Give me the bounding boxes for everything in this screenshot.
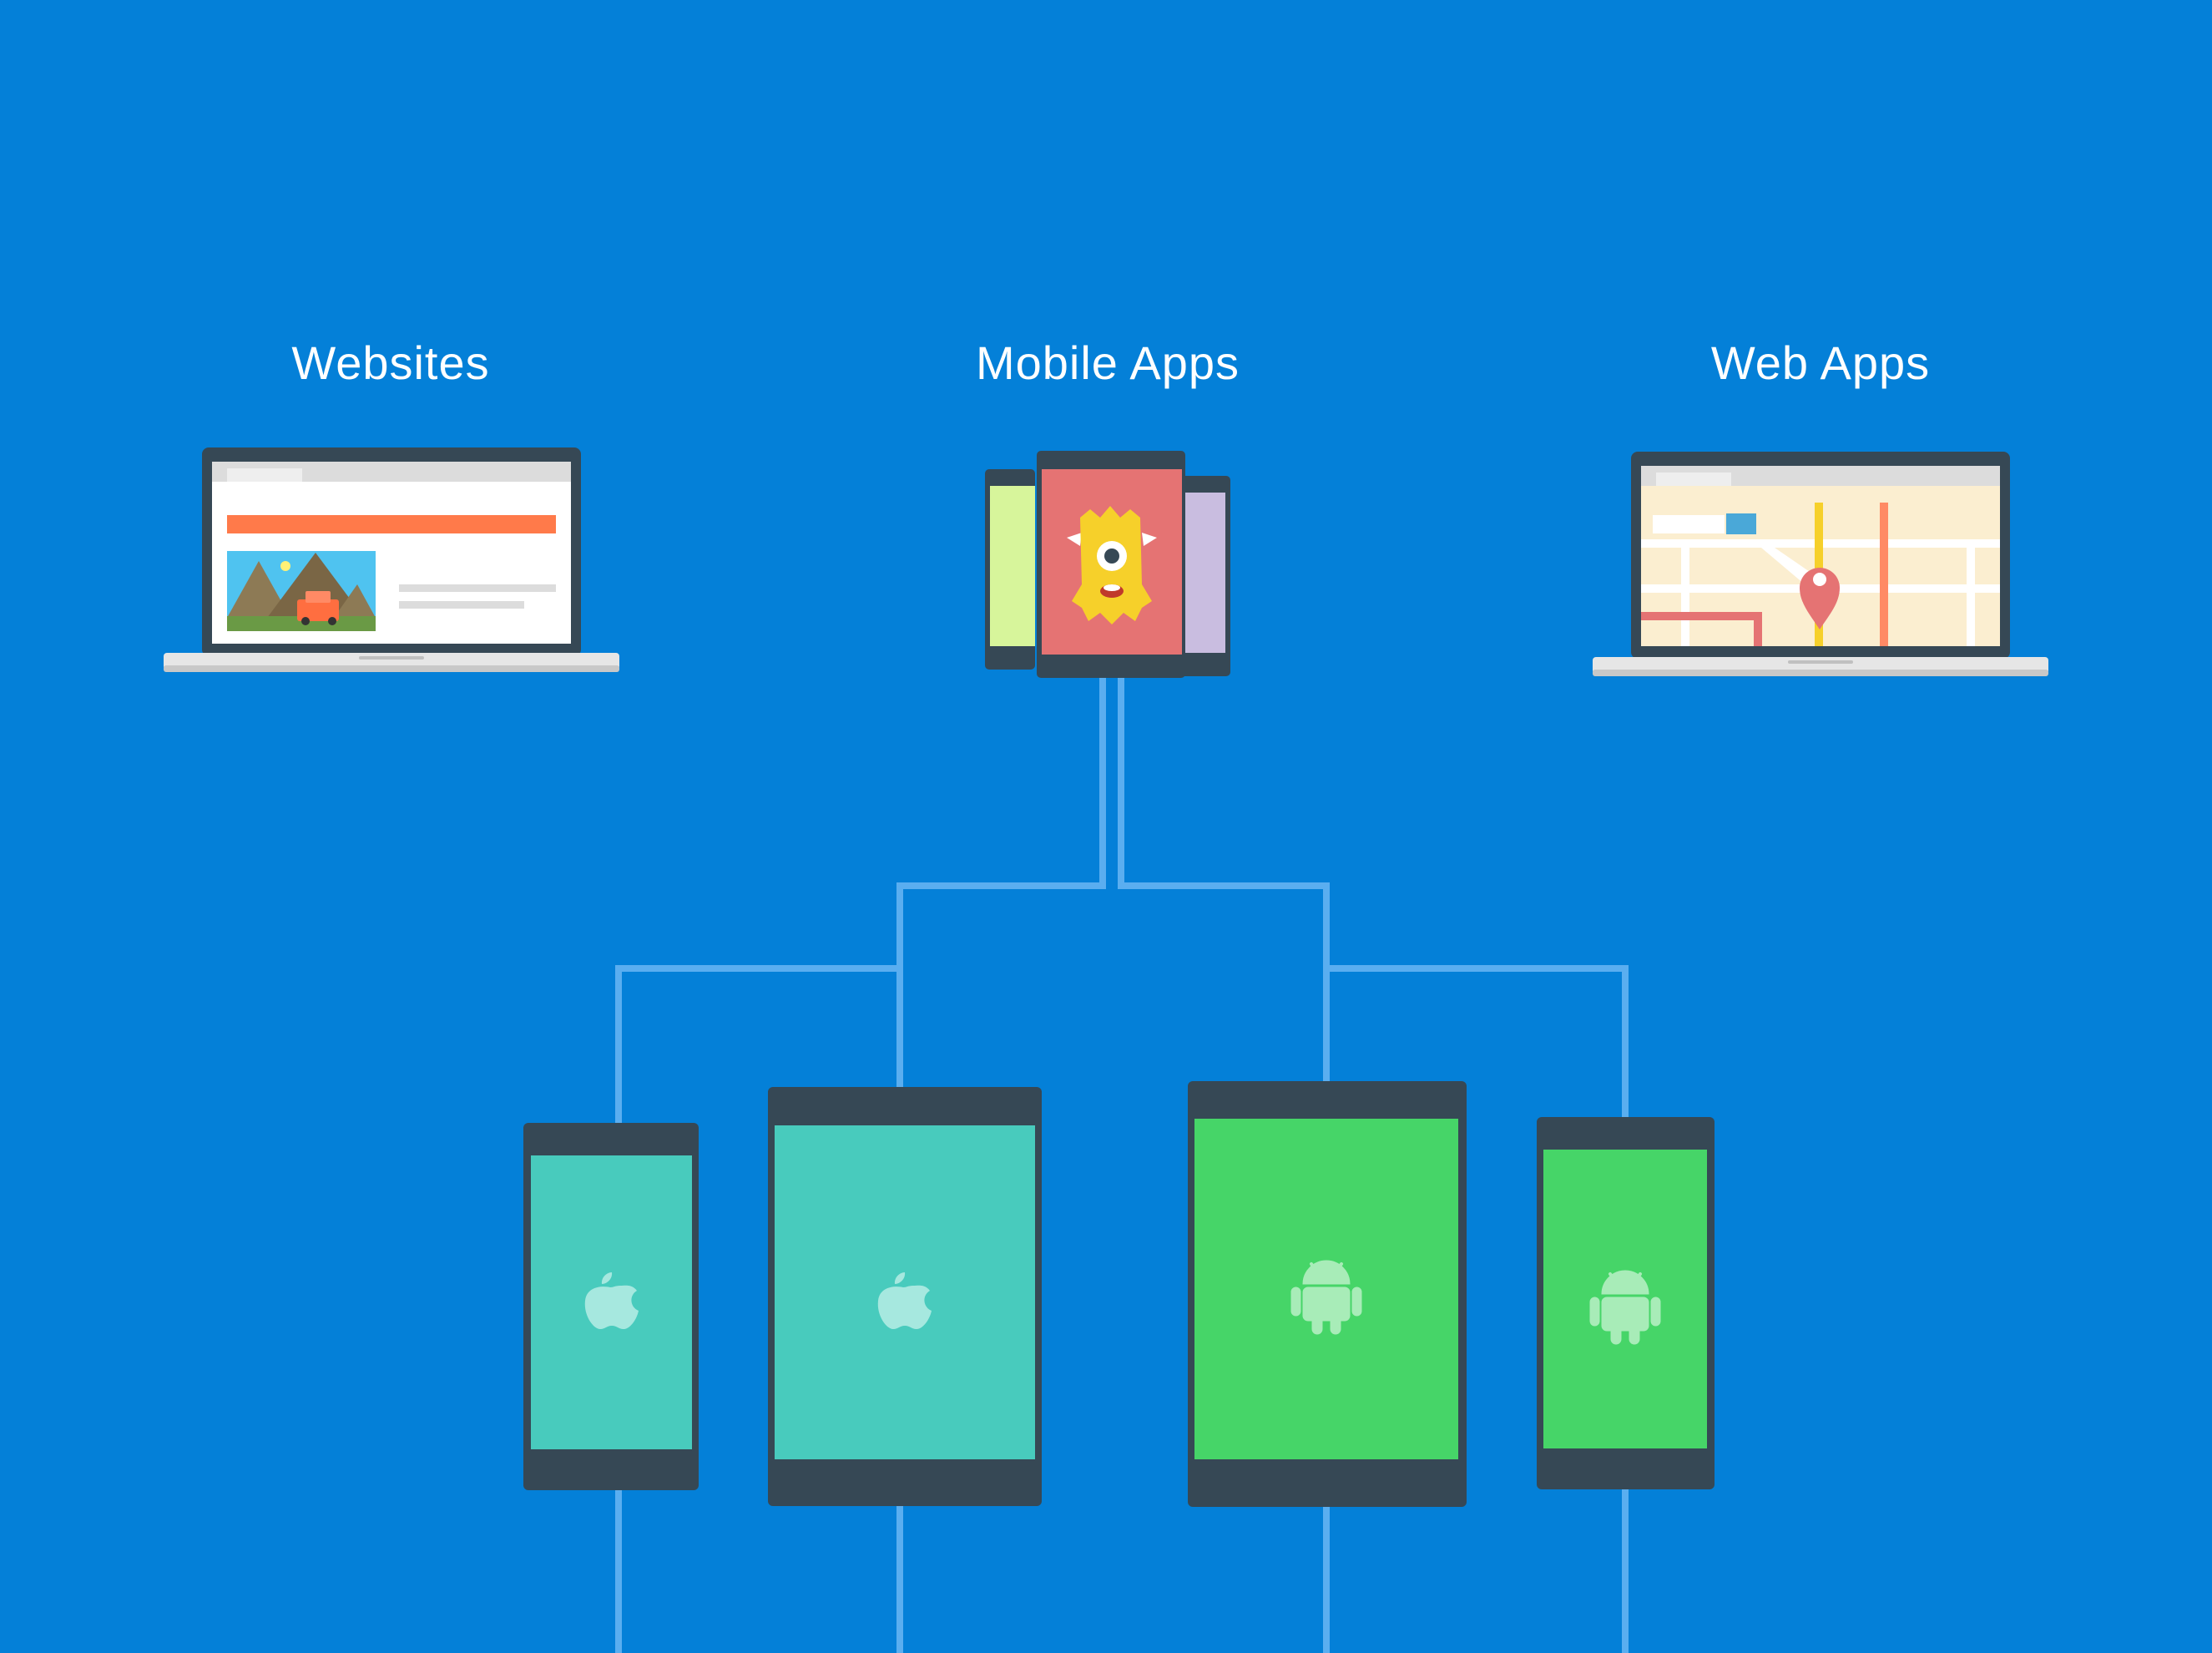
web-apps-label: Web Apps bbox=[1710, 336, 1931, 389]
android-phone-device bbox=[1537, 1117, 1715, 1489]
connector-lines bbox=[615, 672, 1629, 1653]
web-apps-laptop-icon bbox=[1593, 452, 2048, 676]
ipad-device bbox=[768, 1087, 1042, 1506]
websites-laptop-icon bbox=[164, 447, 619, 672]
connector-ios bbox=[896, 672, 1106, 1089]
monster-icon bbox=[1067, 506, 1157, 624]
connector-ios-phone bbox=[615, 965, 900, 1123]
map-pin-icon bbox=[1800, 568, 1840, 629]
android-tablet-device bbox=[1188, 1081, 1467, 1507]
connector-android-phone bbox=[1326, 965, 1629, 1119]
websites-label: Websites bbox=[291, 336, 490, 389]
mobile-apps-phones-icon bbox=[985, 451, 1230, 678]
mobile-apps-label: Mobile Apps bbox=[975, 336, 1240, 389]
iphone-device bbox=[523, 1123, 699, 1490]
connector-android bbox=[1118, 672, 1330, 1084]
